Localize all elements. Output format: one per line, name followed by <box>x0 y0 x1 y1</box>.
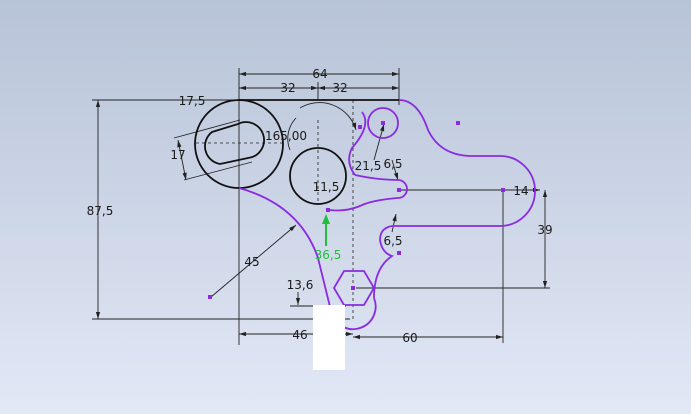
dim-46-label[interactable]: 46 <box>292 328 307 342</box>
dim-36-5-label[interactable]: 36,5 <box>315 248 342 262</box>
cursor-tooltip-box <box>313 305 345 370</box>
sketch-point[interactable] <box>358 125 362 129</box>
dim-21-5-label[interactable]: 21,5 <box>355 159 382 173</box>
constrained-geometry[interactable] <box>194 99 399 205</box>
small-right-circle[interactable] <box>367 107 399 139</box>
dim-165-label[interactable]: 165,00 <box>265 129 307 143</box>
construction-lines <box>196 100 354 320</box>
dim-6-5-upper-label[interactable]: 6,5 <box>383 157 402 171</box>
dim-32-left-label[interactable]: 32 <box>280 81 295 95</box>
dim-64-label[interactable]: 64 <box>312 67 327 81</box>
sketch-point[interactable] <box>351 286 355 290</box>
dim-14-label[interactable]: 14 <box>513 184 528 198</box>
sketch-point[interactable] <box>381 121 385 125</box>
dim-13-6-label[interactable]: 13,6 <box>287 278 314 292</box>
slot-profile[interactable] <box>204 121 265 165</box>
dim-45-label[interactable]: 45 <box>244 255 259 269</box>
dim-32-right-label[interactable]: 32 <box>332 81 347 95</box>
sketch-point[interactable] <box>326 208 330 212</box>
dimension-lines <box>92 68 550 345</box>
dimension-labels[interactable]: 64 32 32 17,5 17 165,00 11,5 21,5 6,5 6,… <box>87 67 553 345</box>
right-outer-profile[interactable] <box>373 99 536 299</box>
dim-6-5-lower-label[interactable]: 6,5 <box>383 234 402 248</box>
upper-arc[interactable] <box>348 111 367 176</box>
dim-17-5-label[interactable]: 17,5 <box>179 94 206 108</box>
sketch-point[interactable] <box>397 188 401 192</box>
center-hole-circle[interactable] <box>289 147 347 205</box>
active-dimension-arrow <box>322 214 330 224</box>
unconstrained-geometry[interactable] <box>208 99 536 331</box>
dim-87-5-label[interactable]: 87,5 <box>87 204 114 218</box>
dim-60-label[interactable]: 60 <box>402 331 417 345</box>
sketch-point[interactable] <box>208 295 212 299</box>
sketch-point[interactable] <box>397 251 401 255</box>
notch-profile[interactable] <box>329 174 408 212</box>
sketch-point[interactable] <box>501 188 505 192</box>
dim-17-label[interactable]: 17 <box>170 148 185 162</box>
dim-11-5-label[interactable]: 11,5 <box>313 180 340 194</box>
sketch-point[interactable] <box>456 121 460 125</box>
dim-39-label[interactable]: 39 <box>537 223 552 237</box>
